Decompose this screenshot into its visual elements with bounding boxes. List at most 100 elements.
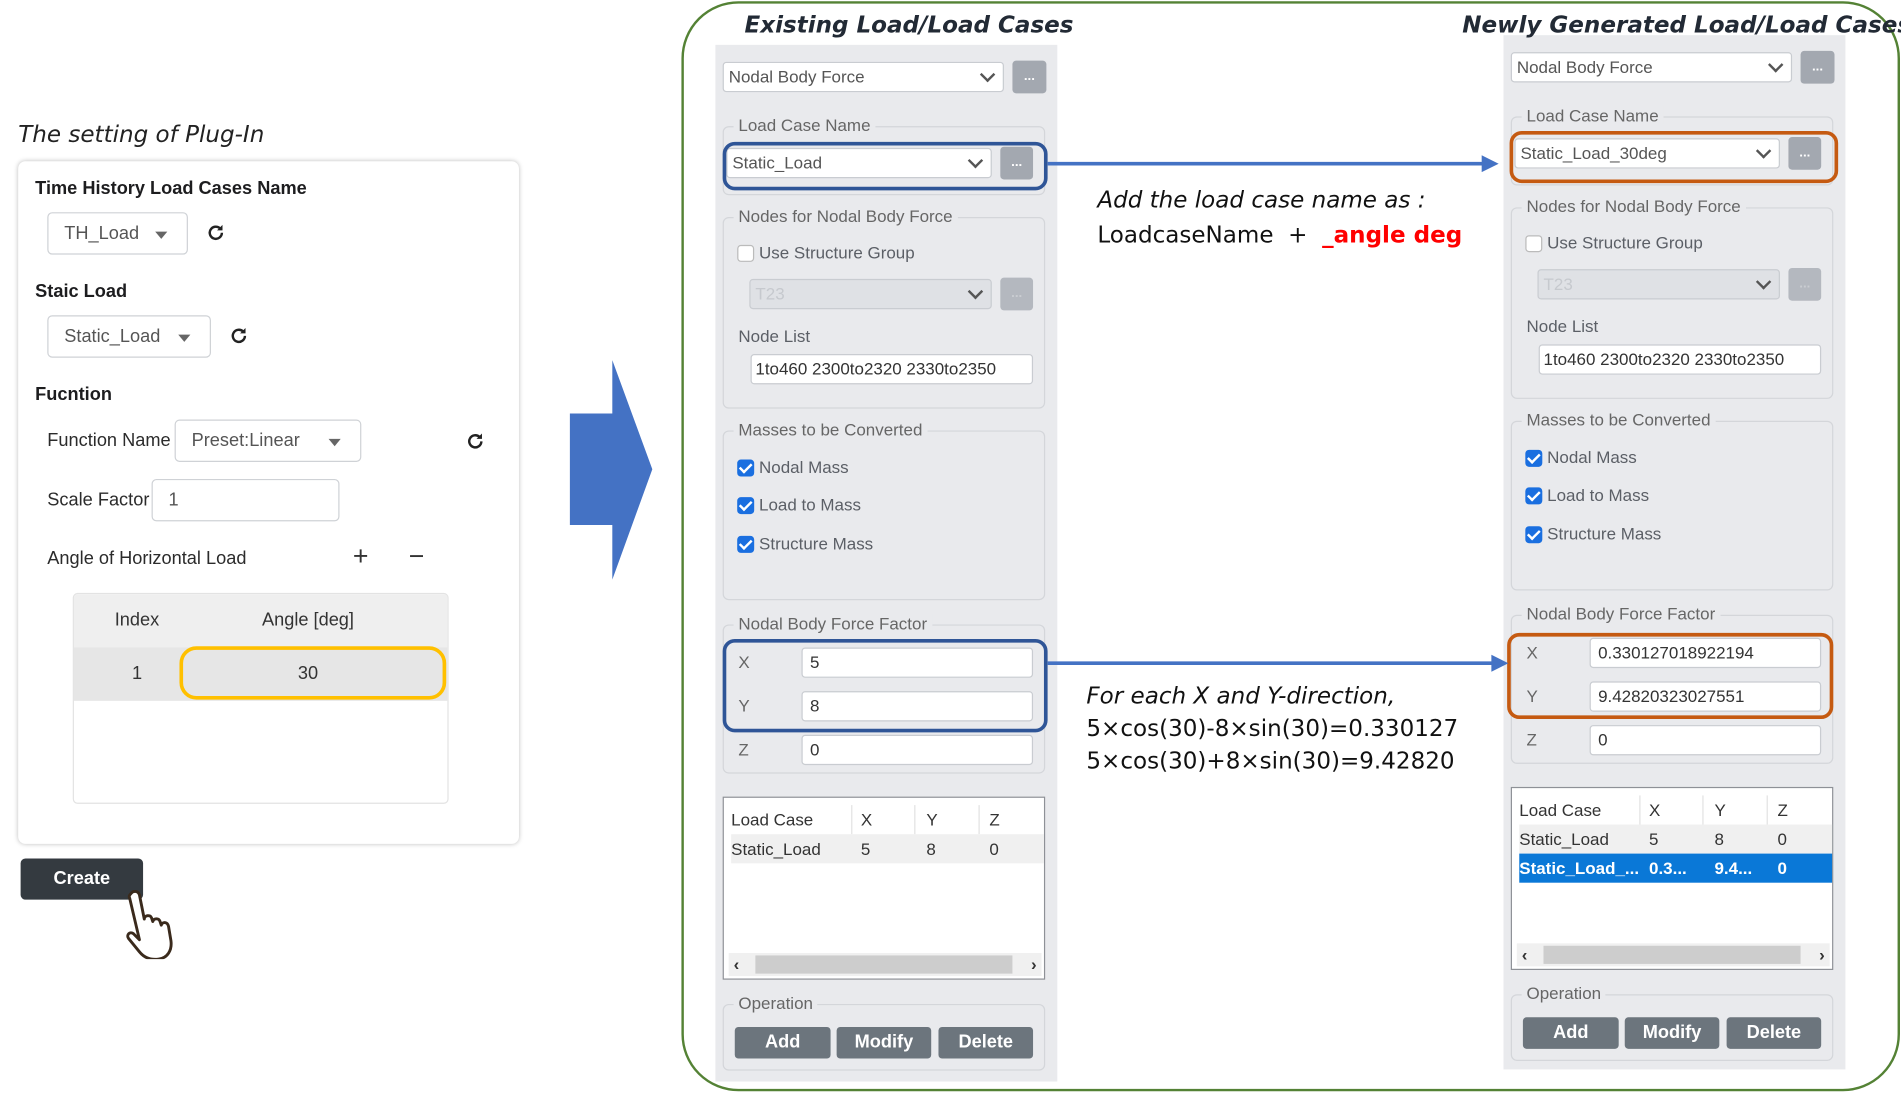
scroll-right-icon[interactable]: › bbox=[1031, 954, 1037, 974]
use-structure-group-checkbox[interactable] bbox=[1525, 235, 1543, 253]
table-row[interactable]: 1 30 bbox=[73, 647, 448, 701]
delete-button[interactable]: Delete bbox=[1726, 1017, 1822, 1049]
factor-z-label: Z bbox=[738, 739, 749, 760]
factor-x-label: X bbox=[738, 652, 750, 672]
nodal-mass-checkbox[interactable] bbox=[737, 459, 755, 477]
load-case-name-legend: Load Case Name bbox=[733, 115, 876, 135]
cell-angle[interactable]: 30 bbox=[297, 663, 319, 684]
angle-label: Angle of Horizontal Load bbox=[47, 548, 247, 569]
operation-legend: Operation bbox=[733, 993, 818, 1013]
column-divider bbox=[1639, 795, 1641, 825]
load-case-name-select[interactable]: Static_Load_30deg bbox=[1514, 138, 1780, 169]
scale-factor-value: 1 bbox=[168, 489, 179, 511]
structure-group-select[interactable]: T23 bbox=[1537, 269, 1780, 300]
node-list-input[interactable]: 1to460 2300to2320 2330to2350 bbox=[750, 354, 1034, 385]
cell-index: 1 bbox=[131, 663, 143, 684]
load-to-mass-checkbox[interactable] bbox=[737, 497, 755, 515]
chevron-down-icon bbox=[1755, 143, 1772, 159]
structure-group-select[interactable]: T23 bbox=[749, 278, 992, 310]
masses-group: Masses to be Converted bbox=[722, 419, 1046, 601]
load-type-more-button[interactable]: ... bbox=[1012, 60, 1047, 94]
structure-group-more-button[interactable]: ... bbox=[1788, 267, 1822, 301]
header-angle: Angle [deg] bbox=[261, 609, 354, 631]
load-type-select[interactable]: Nodal Body Force bbox=[1510, 52, 1793, 83]
refresh-icon[interactable] bbox=[464, 430, 486, 452]
use-structure-group-label: Use Structure Group bbox=[1547, 232, 1703, 253]
horizontal-scrollbar[interactable]: ‹ › bbox=[1516, 943, 1830, 967]
cell-y: 8 bbox=[926, 839, 936, 859]
factor-x-input[interactable]: 0.330127018922194 bbox=[1589, 637, 1822, 669]
factor-y-label: Y bbox=[738, 695, 750, 716]
nodal-mass-checkbox[interactable] bbox=[1525, 449, 1543, 467]
big-right-arrow-icon bbox=[569, 360, 653, 580]
factor-x-input[interactable]: 5 bbox=[801, 647, 1034, 678]
chevron-down-icon bbox=[1767, 57, 1784, 73]
load-type-more-button[interactable]: ... bbox=[1800, 50, 1835, 84]
column-divider bbox=[978, 805, 980, 835]
header-index: Index bbox=[114, 609, 160, 631]
masses-legend: Masses to be Converted bbox=[1521, 409, 1716, 430]
factor-y-input[interactable]: 9.42820323027551 bbox=[1589, 681, 1822, 712]
scrollbar-thumb[interactable] bbox=[755, 955, 1013, 974]
structure-mass-checkbox[interactable] bbox=[737, 535, 755, 553]
add-angle-button[interactable]: + bbox=[352, 540, 369, 572]
refresh-icon[interactable] bbox=[228, 325, 250, 347]
column-divider bbox=[851, 805, 853, 835]
nodes-group: Nodes for Nodal Body Force bbox=[722, 206, 1046, 409]
load-case-more-button[interactable]: ... bbox=[1000, 146, 1034, 180]
structure-group-more-button[interactable]: ... bbox=[1000, 277, 1034, 311]
scroll-left-icon[interactable]: ‹ bbox=[1521, 944, 1528, 964]
operation-group: Operation bbox=[722, 993, 1046, 1071]
scale-factor-input[interactable]: 1 bbox=[151, 478, 340, 522]
load-case-name-legend: Load Case Name bbox=[1521, 105, 1664, 125]
function-name-select[interactable]: Preset:Linear bbox=[174, 419, 362, 462]
comparison-frame bbox=[681, 1, 1900, 1092]
angle-table: Index Angle [deg] 1 30 bbox=[72, 592, 449, 804]
delete-button[interactable]: Delete bbox=[938, 1026, 1034, 1059]
node-list-input[interactable]: 1to460 2300to2320 2330to2350 bbox=[1538, 344, 1822, 375]
load-type-select[interactable]: Nodal Body Force bbox=[722, 61, 1004, 93]
load-case-name-select[interactable]: Static_Load bbox=[726, 147, 992, 179]
load-to-mass-checkbox[interactable] bbox=[1525, 487, 1543, 505]
factor-rule-line2: 5×cos(30)-8×sin(30)=0.330127 bbox=[1086, 715, 1459, 743]
load-case-more-button[interactable]: ... bbox=[1788, 137, 1822, 170]
factor-legend: Nodal Body Force Factor bbox=[733, 613, 932, 633]
factor-group: Nodal Body Force Factor bbox=[722, 613, 1046, 774]
add-button[interactable]: Add bbox=[1522, 1017, 1619, 1049]
th-load-select[interactable]: TH_Load bbox=[47, 212, 188, 255]
add-button[interactable]: Add bbox=[734, 1026, 831, 1059]
load-case-name-value: Static_Load_30deg bbox=[1520, 143, 1667, 163]
horizontal-scrollbar[interactable]: ‹ › bbox=[728, 953, 1042, 977]
static-load-select[interactable]: Static_Load bbox=[47, 315, 211, 358]
table-row[interactable]: Static_Load_...0.3...9.4...0 bbox=[1519, 853, 1833, 883]
column-divider bbox=[1766, 795, 1768, 825]
generated-load-panel: Nodal Body Force ... Load Case Name Stat… bbox=[1503, 35, 1846, 1070]
create-button[interactable]: Create bbox=[20, 858, 144, 900]
node-list-label: Node List bbox=[738, 326, 811, 346]
operation-legend: Operation bbox=[1521, 983, 1606, 1003]
factor-legend: Nodal Body Force Factor bbox=[1521, 603, 1721, 624]
scroll-left-icon[interactable]: ‹ bbox=[733, 954, 740, 974]
factor-group: Nodal Body Force Factor bbox=[1510, 603, 1834, 764]
column-divider bbox=[914, 805, 916, 835]
scrollbar-thumb[interactable] bbox=[1543, 945, 1801, 964]
static-load-label: Staic Load bbox=[35, 281, 128, 302]
load-to-mass-label: Load to Mass bbox=[1547, 485, 1650, 505]
use-structure-group-checkbox[interactable] bbox=[737, 244, 755, 262]
name-rule-line2: LoadcaseName + _angle deg bbox=[1097, 222, 1462, 249]
factor-y-input[interactable]: 8 bbox=[801, 691, 1034, 722]
factor-z-input[interactable]: 0 bbox=[801, 734, 1034, 766]
factor-z-input[interactable]: 0 bbox=[1589, 725, 1822, 756]
structure-mass-checkbox[interactable] bbox=[1525, 526, 1543, 544]
modify-button[interactable]: Modify bbox=[836, 1026, 932, 1059]
remove-angle-button[interactable]: − bbox=[408, 540, 425, 572]
scroll-right-icon[interactable]: › bbox=[1819, 944, 1825, 964]
refresh-icon[interactable] bbox=[205, 222, 227, 244]
modify-button[interactable]: Modify bbox=[1624, 1017, 1720, 1049]
hand-pointer-icon bbox=[126, 889, 173, 960]
chevron-down-icon bbox=[979, 66, 996, 83]
scale-factor-label: Scale Factor bbox=[47, 489, 150, 511]
